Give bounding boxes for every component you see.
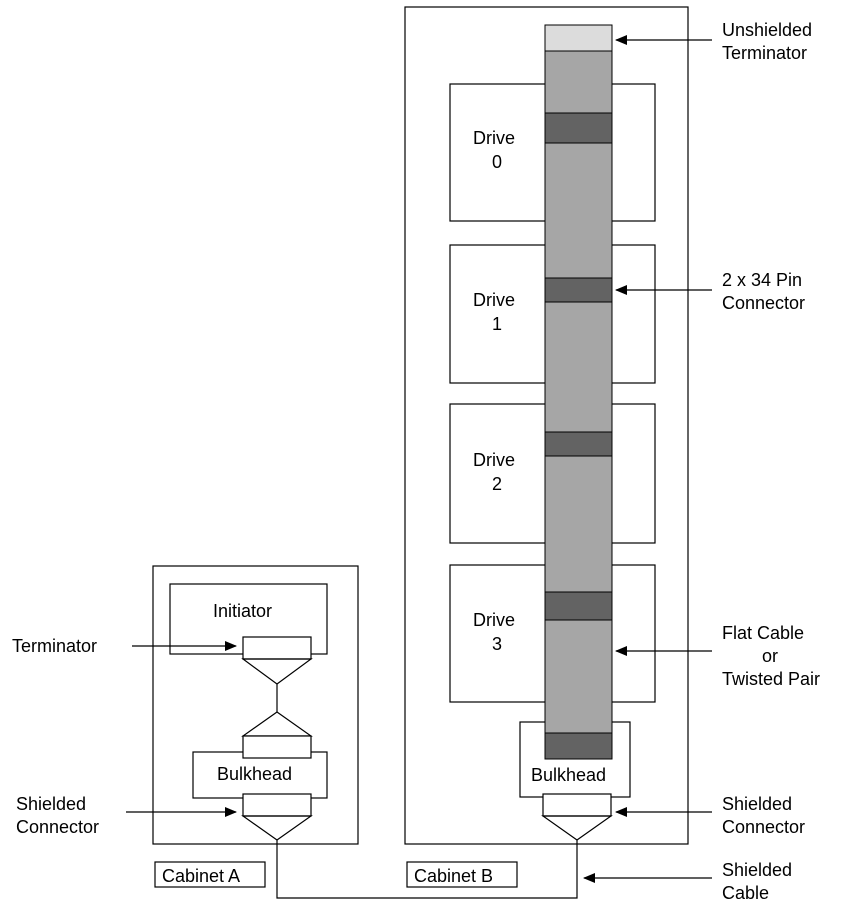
initiator-connector-funnel (241, 658, 313, 685)
cabinet-b-connector-funnel (541, 815, 613, 841)
shielded-connector-right-line2: Connector (722, 817, 805, 837)
drive-3-connector (544, 591, 613, 621)
drive-0-number: 0 (492, 152, 502, 172)
terminator-callout: Terminator (12, 636, 97, 656)
drive-3-number: 3 (492, 634, 502, 654)
cabinet-a-shielded-connector (242, 793, 312, 817)
flat-cable-line2: or (762, 646, 778, 666)
unshielded-terminator-line1: Unshielded (722, 20, 812, 40)
shielded-cable-line1: Shielded (722, 860, 792, 880)
unshielded-terminator-line2: Terminator (722, 43, 807, 63)
unshielded-terminator-block (544, 24, 613, 52)
initiator-label: Initiator (213, 601, 272, 621)
drive-1-connector (544, 277, 613, 303)
flat-cable-line3: Twisted Pair (722, 669, 820, 689)
drive-2-number: 2 (492, 474, 502, 494)
cabinet-a-connector-funnel (241, 815, 313, 841)
drive-2-connector (544, 431, 613, 457)
drive-1-word: Drive (473, 290, 515, 310)
cabinet-a-label-box (154, 861, 266, 888)
drive-2-word: Drive (473, 450, 515, 470)
cabinet-b-label: Cabinet B (414, 866, 493, 886)
shielded-connector-right-line1: Shielded (722, 794, 792, 814)
initiator-connector (242, 636, 312, 660)
drive-3-word: Drive (473, 610, 515, 630)
shielded-cable (276, 840, 578, 899)
shielded-connector-left-line2: Connector (16, 817, 99, 837)
flat-cable (544, 50, 613, 760)
pin-connector-line1: 2 x 34 Pin (722, 270, 802, 290)
cabinet-a-label: Cabinet A (162, 866, 240, 886)
flat-cable-line1: Flat Cable (722, 623, 804, 643)
bulkhead-b-connector (544, 732, 613, 760)
shielded-connector-left-line1: Shielded (16, 794, 86, 814)
drive-0-word: Drive (473, 128, 515, 148)
drive-0-connector (544, 112, 613, 144)
pin-connector-line2: Connector (722, 293, 805, 313)
cabinet-b-label-box (406, 861, 518, 888)
bulkhead-a-inner-connector (242, 735, 312, 759)
shielded-cable-line2: Cable (722, 883, 769, 903)
drive-1-number: 1 (492, 314, 502, 334)
cabinet-a-bulkhead-label: Bulkhead (217, 764, 292, 784)
cabinet-b-shielded-connector (542, 793, 612, 817)
cabinet-b-bulkhead-label: Bulkhead (531, 765, 606, 785)
